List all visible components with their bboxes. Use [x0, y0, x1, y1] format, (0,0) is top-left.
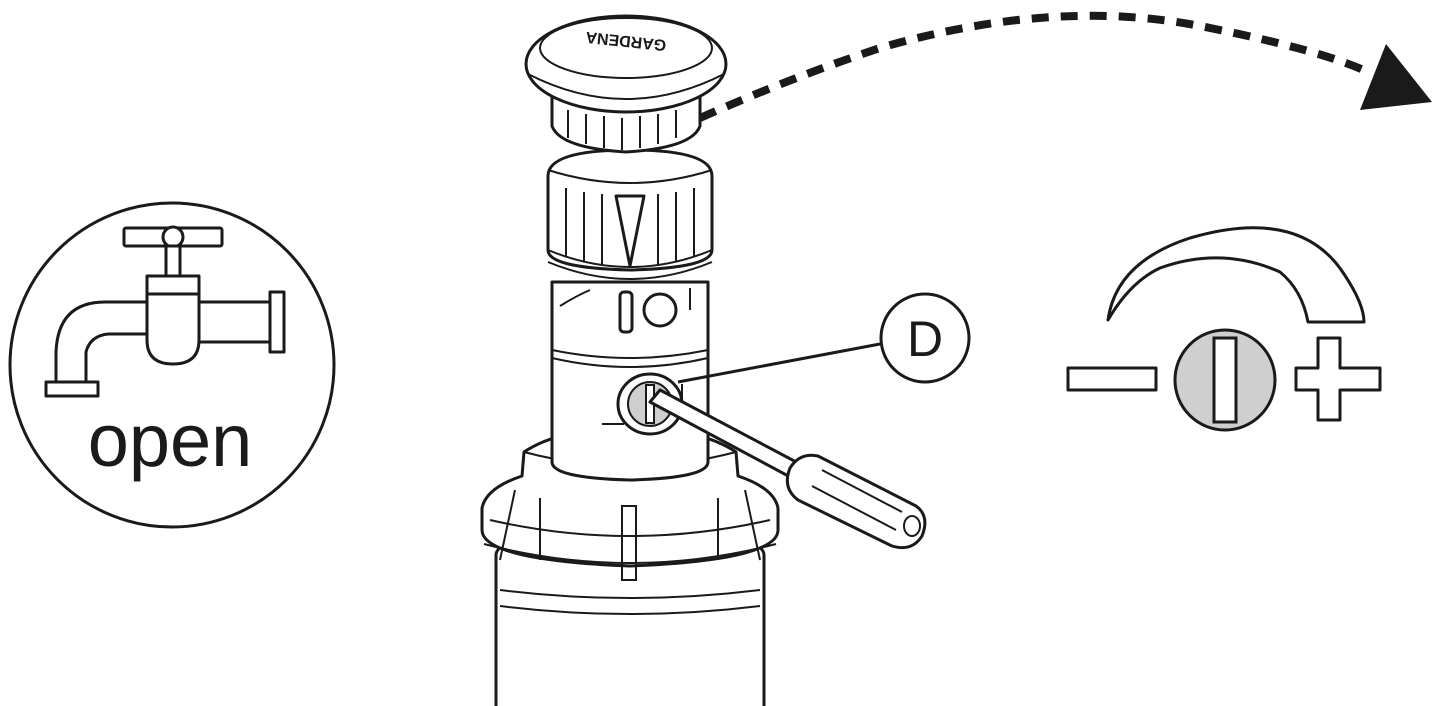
callout-d-label: D: [907, 311, 943, 367]
open-label: open: [88, 399, 253, 482]
minus-icon: [1066, 366, 1158, 392]
rotation-arc-icon: [1106, 226, 1366, 324]
top-cap: GARDENA: [524, 14, 728, 154]
adjustment-screw-icon: [1173, 328, 1277, 432]
ribbed-ring: [546, 148, 714, 280]
curved-dashed-arrow-icon: [698, 11, 1432, 122]
open-tap-icon: [44, 225, 286, 398]
valve-assembly: GARDENA: [480, 14, 780, 706]
callout-d: D: [677, 292, 971, 384]
plus-icon: [1294, 336, 1382, 422]
open-tap-badge: open: [8, 201, 336, 529]
screwdriver-icon: [648, 388, 927, 550]
rotation-direction-indicator: [1066, 226, 1382, 432]
